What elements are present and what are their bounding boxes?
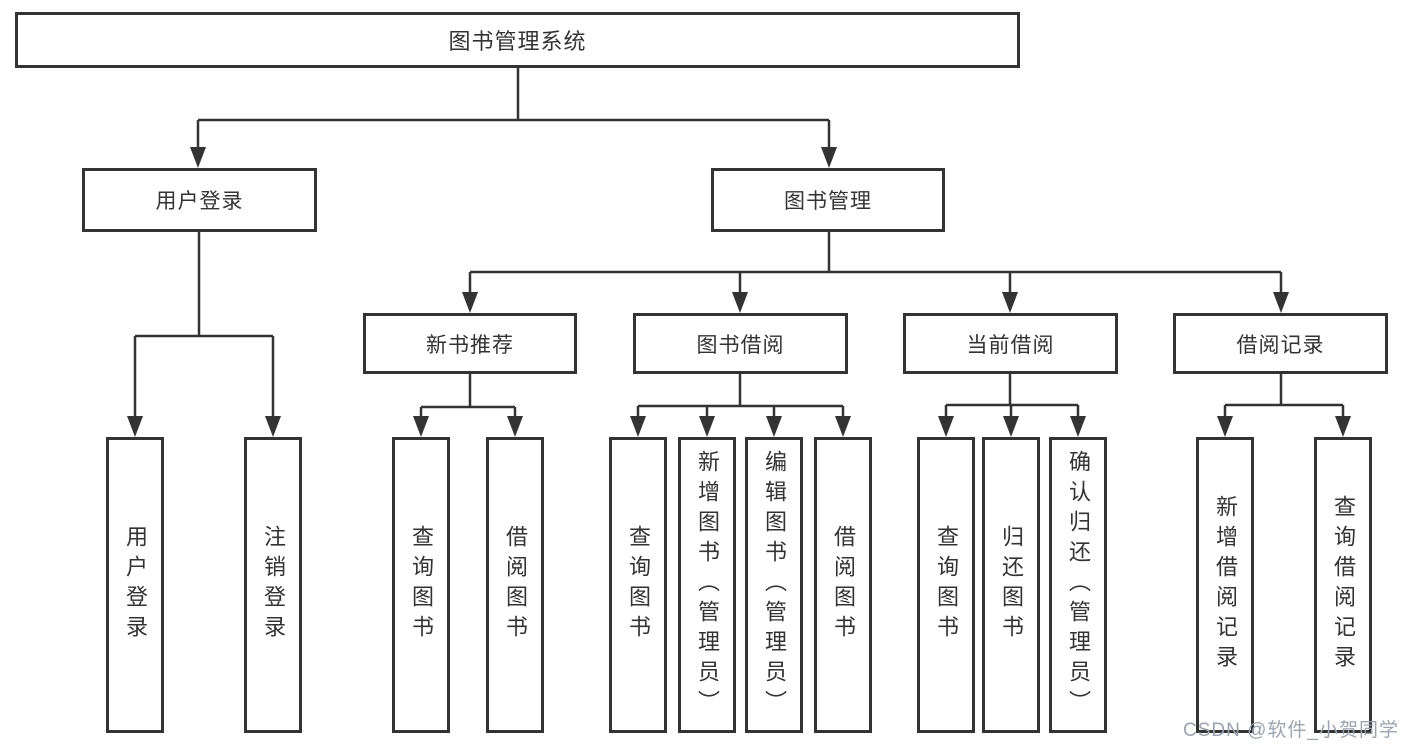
node-new-book-recommend-label: 新书推荐 [426, 333, 514, 357]
csdn-watermark: CSDN @软件_小贺同学 [1183, 720, 1399, 741]
node-borrow-borrow-books: 借阅图书 [814, 437, 872, 733]
node-root: 图书管理系统 [15, 12, 1020, 68]
node-root-label: 图书管理系统 [448, 29, 587, 54]
node-book-borrow-label: 图书借阅 [696, 333, 785, 357]
node-borrow-records-label: 借阅记录 [1236, 333, 1325, 357]
node-leaf-logout: 注销登录 [244, 437, 302, 733]
node-borrow-records: 借阅记录 [1173, 313, 1388, 374]
node-book-manage: 图书管理 [711, 168, 945, 232]
node-new-book-recommend: 新书推荐 [363, 313, 577, 374]
node-borrow-borrow-books-label: 借阅图书 [831, 525, 856, 645]
node-leaf-user-login-label: 用户登录 [123, 525, 148, 645]
node-current-confirm-return-admin: 确认归还（管理员） [1049, 437, 1107, 733]
node-recommend-borrow-books: 借阅图书 [486, 437, 544, 733]
node-borrow-add-books-admin-label: 新增图书（管理员） [695, 450, 720, 720]
node-records-add-record: 新增借阅记录 [1196, 437, 1254, 733]
node-recommend-query-books: 查询图书 [392, 437, 450, 733]
node-current-confirm-return-admin-label: 确认归还（管理员） [1066, 450, 1091, 720]
node-leaf-logout-label: 注销登录 [261, 525, 286, 645]
node-user-login-label: 用户登录 [155, 190, 244, 213]
node-user-login: 用户登录 [82, 168, 317, 232]
node-current-return-books-label: 归还图书 [999, 525, 1024, 645]
node-current-borrow: 当前借阅 [903, 313, 1118, 374]
node-current-borrow-label: 当前借阅 [966, 333, 1055, 357]
node-current-query-books-label: 查询图书 [934, 525, 959, 645]
node-current-query-books: 查询图书 [917, 437, 975, 733]
node-recommend-query-books-label: 查询图书 [409, 525, 434, 645]
node-records-add-record-label: 新增借阅记录 [1213, 495, 1238, 675]
node-current-return-books: 归还图书 [982, 437, 1040, 733]
node-leaf-user-login: 用户登录 [106, 437, 164, 733]
node-recommend-borrow-books-label: 借阅图书 [503, 525, 528, 645]
node-book-borrow: 图书借阅 [633, 313, 848, 374]
node-records-query-record: 查询借阅记录 [1314, 437, 1372, 733]
node-borrow-query-books-label: 查询图书 [626, 525, 651, 645]
node-borrow-add-books-admin: 新增图书（管理员） [678, 437, 736, 733]
node-borrow-edit-books-admin: 编辑图书（管理员） [745, 437, 803, 733]
node-records-query-record-label: 查询借阅记录 [1331, 495, 1356, 675]
node-borrow-query-books: 查询图书 [609, 437, 667, 733]
node-book-manage-label: 图书管理 [784, 190, 872, 213]
node-borrow-edit-books-admin-label: 编辑图书（管理员） [762, 450, 787, 720]
